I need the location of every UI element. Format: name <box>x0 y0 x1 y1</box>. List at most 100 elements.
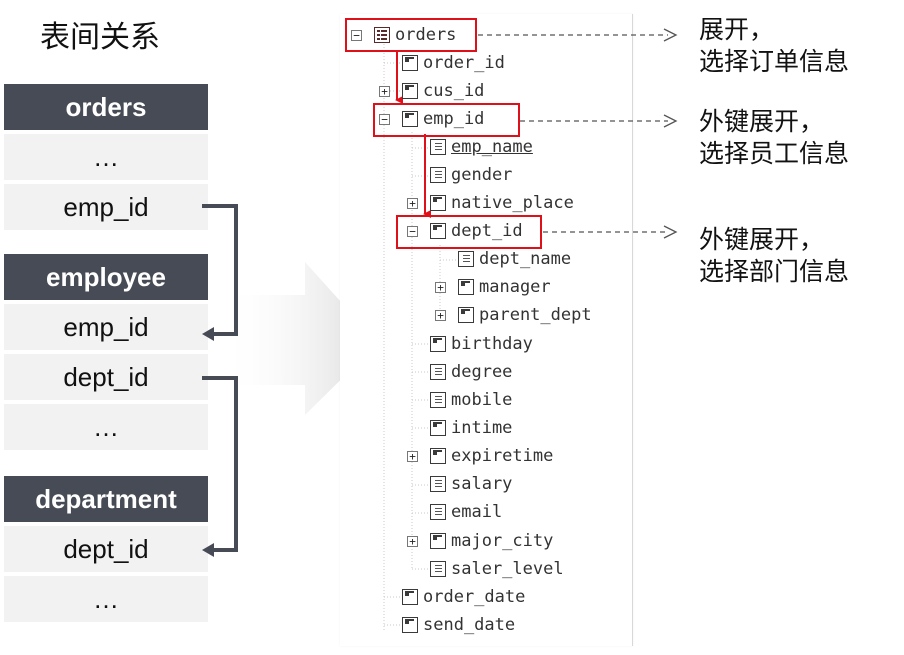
key-icon <box>430 336 446 352</box>
key-icon <box>402 589 418 605</box>
tree-node-birthday[interactable]: birthday <box>430 332 533 356</box>
key-icon <box>430 420 446 436</box>
table-cell: … <box>4 576 208 622</box>
tree-node-expiretime[interactable]: + expiretime <box>407 444 554 468</box>
dept-id-connector-head <box>202 543 214 557</box>
note-line: 展开， <box>699 15 775 44</box>
tree-node-dept-name[interactable]: dept_name <box>458 247 571 271</box>
collapse-icon[interactable]: − <box>379 113 390 125</box>
table-cell-emp-id: emp_id <box>4 184 208 230</box>
node-label: gender <box>451 165 513 185</box>
expand-icon[interactable]: + <box>379 85 390 97</box>
tree-node-degree[interactable]: degree <box>430 360 512 384</box>
table-cell: … <box>4 404 208 450</box>
note-line: 外键展开， <box>699 107 825 136</box>
node-label: manager <box>479 277 551 297</box>
field-icon <box>430 139 446 155</box>
expand-icon[interactable]: + <box>407 197 418 209</box>
tree-node-salary[interactable]: salary <box>430 472 512 496</box>
tree-node-dept-id[interactable]: − dept_id <box>407 219 523 243</box>
node-label: cus_id <box>423 81 485 101</box>
note-line: 选择员工信息 <box>699 139 850 168</box>
node-label: send_date <box>423 615 516 635</box>
table-cell-emp-id: emp_id <box>4 304 208 350</box>
tree-node-email[interactable]: email <box>430 500 502 524</box>
tree-node-native-place[interactable]: + native_place <box>407 191 574 215</box>
table-cell: … <box>4 134 208 180</box>
expand-icon[interactable]: + <box>435 281 446 293</box>
highlight-dept-id <box>396 215 542 249</box>
tree-node-mobile[interactable]: mobile <box>430 388 512 412</box>
tree-node-intime[interactable]: intime <box>430 416 512 440</box>
key-icon <box>402 83 418 99</box>
field-icon <box>458 251 474 267</box>
node-label: dept_name <box>479 249 572 269</box>
dashed-note-arrows <box>478 28 678 239</box>
tree-node-orders[interactable]: − orders <box>351 23 457 47</box>
node-label: saler_level <box>451 559 564 579</box>
field-icon <box>430 476 446 492</box>
dept-id-connector <box>202 376 238 552</box>
collapse-icon[interactable]: − <box>407 225 418 237</box>
emp-id-connector <box>202 204 238 336</box>
emp-id-connector-head <box>202 327 214 341</box>
node-label: email <box>451 502 503 522</box>
expand-icon[interactable]: + <box>435 309 446 321</box>
node-label: major_city <box>451 531 554 551</box>
tree-node-send-date[interactable]: send_date <box>402 613 515 637</box>
tree-node-manager[interactable]: + manager <box>435 275 551 299</box>
table-header-orders: orders <box>4 84 208 130</box>
highlight-emp-id <box>373 103 520 137</box>
tree-node-order-id[interactable]: order_id <box>402 51 505 75</box>
collapse-icon[interactable]: − <box>351 29 362 41</box>
key-icon <box>430 223 446 239</box>
key-icon <box>430 533 446 549</box>
tree-node-parent-dept[interactable]: + parent_dept <box>435 303 592 327</box>
field-icon <box>430 364 446 380</box>
tree-node-emp-name[interactable]: emp_name <box>430 135 533 159</box>
node-label: order_id <box>423 53 505 73</box>
key-icon <box>402 111 418 127</box>
big-arrow-shape <box>220 262 378 415</box>
tree-node-saler-level[interactable]: saler_level <box>430 557 564 581</box>
expand-icon[interactable]: + <box>407 450 418 462</box>
table-cell-dept-id: dept_id <box>4 354 208 400</box>
tree-node-emp-id[interactable]: − emp_id <box>379 107 485 131</box>
key-icon <box>458 279 474 295</box>
highlight-orders <box>345 18 477 52</box>
table-icon <box>374 27 390 43</box>
node-label: mobile <box>451 390 513 410</box>
note-line: 选择订单信息 <box>699 47 850 76</box>
note-department: 外键展开， 选择部门信息 <box>699 224 849 288</box>
node-label: dept_id <box>451 221 523 241</box>
node-label: birthday <box>451 334 533 354</box>
key-icon <box>430 195 446 211</box>
tree-node-gender[interactable]: gender <box>430 163 512 187</box>
tree-node-cus-id[interactable]: + cus_id <box>379 79 485 103</box>
node-label: intime <box>451 418 513 438</box>
note-orders: 展开， 选择订单信息 <box>699 14 849 78</box>
table-header-department: department <box>4 476 208 522</box>
tree-node-order-date[interactable]: order_date <box>402 585 525 609</box>
node-label: salary <box>451 474 513 494</box>
field-icon <box>430 504 446 520</box>
node-label: expiretime <box>451 446 554 466</box>
expand-icon[interactable]: + <box>407 535 418 547</box>
tree-node-major-city[interactable]: + major_city <box>407 529 554 553</box>
diagram-title: 表间关系 <box>40 20 160 55</box>
note-employee: 外键展开， 选择员工信息 <box>699 106 849 170</box>
table-header-employee: employee <box>4 254 208 300</box>
node-label: native_place <box>451 193 574 213</box>
key-icon <box>458 307 474 323</box>
field-icon <box>430 561 446 577</box>
node-label: emp_id <box>423 109 485 129</box>
field-icon <box>430 392 446 408</box>
node-label: parent_dept <box>479 305 592 325</box>
note-line: 外键展开， <box>699 225 825 254</box>
node-label: degree <box>451 362 513 382</box>
key-icon <box>402 55 418 71</box>
node-label: orders <box>395 25 457 45</box>
red-drill-arrows <box>395 50 431 218</box>
key-icon <box>402 617 418 633</box>
